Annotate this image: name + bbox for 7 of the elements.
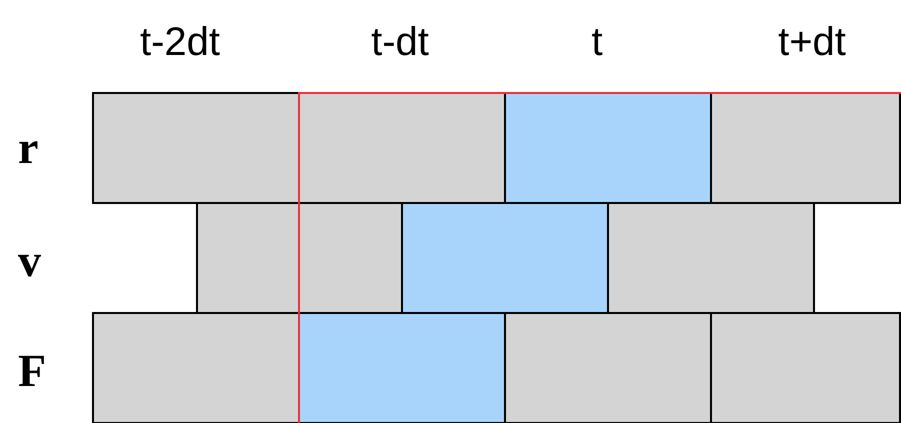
time-step-header: t+dt [778, 19, 846, 66]
row-label: r [18, 123, 38, 173]
time-step-header: t-dt [371, 19, 429, 66]
row-label: v [18, 236, 41, 286]
time-step-header: t [591, 19, 603, 66]
row-label: F [18, 346, 46, 396]
time-step-header: t-2dt [140, 19, 220, 66]
